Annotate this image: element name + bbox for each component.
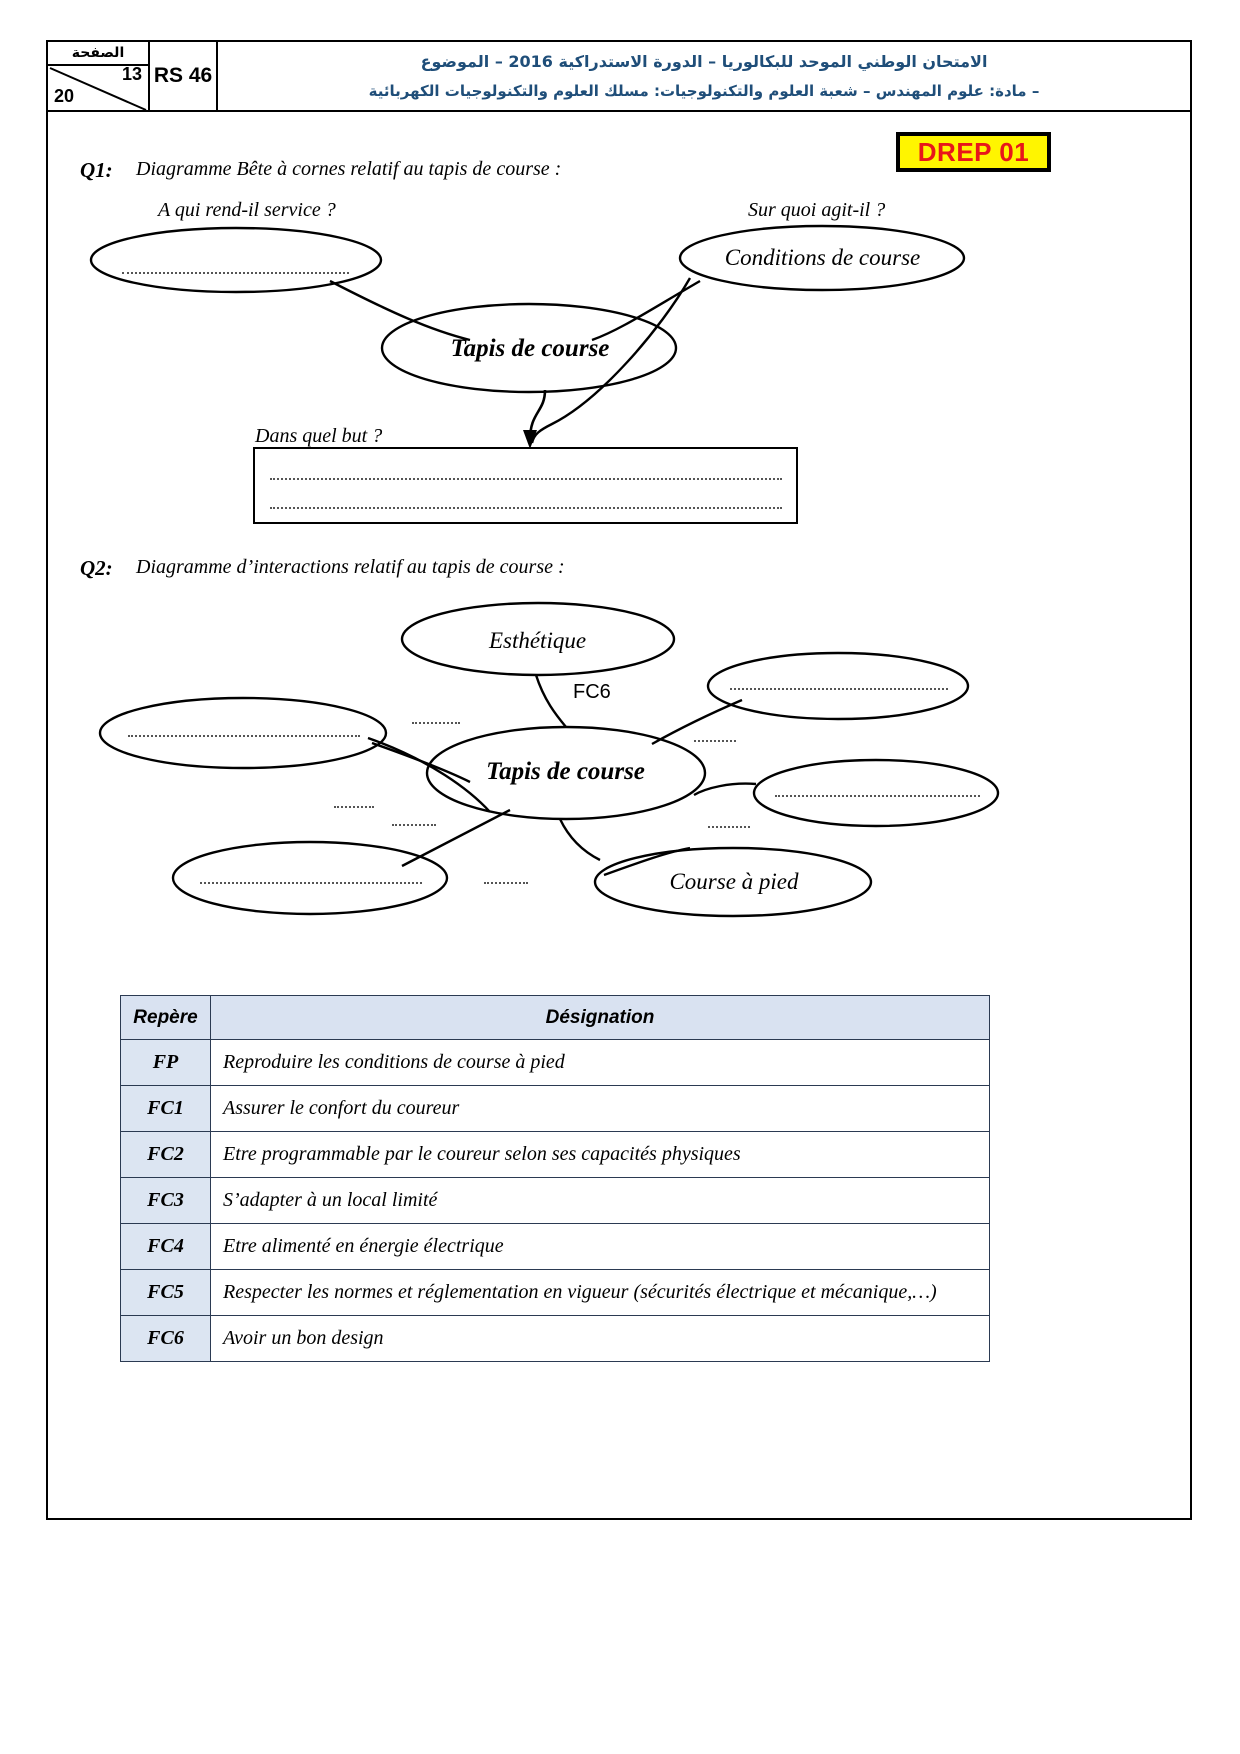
cell-repere: FC1 [120,1085,211,1132]
cell-repere: FC3 [120,1177,211,1224]
cell-repere: FC4 [120,1223,211,1270]
cell-designation: Reproduire les conditions de course à pi… [210,1039,990,1086]
q1-right-ellipse-label: Conditions de course [724,245,921,270]
table-row: FP Reproduire les conditions de course à… [120,1039,990,1086]
q1-answer-box[interactable] [253,447,798,524]
q1-answer-line-1[interactable] [270,478,782,480]
q2-ellipse-right-blank[interactable] [775,795,980,797]
column-header-repere: Repère [120,995,211,1040]
q2-ellipse-top-right-blank[interactable] [730,688,948,690]
q1-bottom-question: Dans quel but ? [255,425,383,447]
cell-designation: Etre programmable par le coureur selon s… [210,1131,990,1178]
table-row: FC5 Respecter les normes et réglementati… [120,1269,990,1316]
functions-table: Repère Désignation FP Reproduire les con… [120,995,990,1362]
cell-designation: Assurer le confort du coureur [210,1085,990,1132]
cell-repere: FC5 [120,1269,211,1316]
q2-ellipse-left-blank[interactable] [128,735,360,737]
cell-designation: Etre alimenté en énergie électrique [210,1223,990,1270]
exam-header: الصفحة 13 20 RS 46 الامتحان الوطني الموح… [46,40,1192,112]
q2-ellipse-bottom-left-blank[interactable] [200,882,422,884]
exam-title-line1: الامتحان الوطني الموحد للبكالوريا – الدو… [420,52,988,71]
exam-title-arabic: الامتحان الوطني الموحد للبكالوريا – الدو… [218,42,1190,110]
page-label: الصفحة [48,42,148,66]
drep-badge: DREP 01 [896,132,1051,172]
exam-code: RS 46 [150,42,218,110]
page-total: 20 [54,86,75,106]
q2-connector-tag-2[interactable] [694,740,736,742]
q2-connector-tag-1[interactable] [412,722,460,724]
cell-repere: FP [120,1039,211,1086]
table-row: FC1 Assurer le confort du coureur [120,1085,990,1132]
page-current: 13 [121,64,142,84]
table-row: FC4 Etre alimenté en énergie électrique [120,1223,990,1270]
q2-connector-tag-4[interactable] [392,824,436,826]
table-header-row: Repère Désignation [120,995,990,1040]
q2-bottom-right-ellipse-label: Course à pied [669,869,799,894]
q2-connector-tag-5[interactable] [708,826,750,828]
cell-designation: Avoir un bon design [210,1315,990,1362]
q2-fc6-tag: FC6 [573,681,611,703]
table-body: FP Reproduire les conditions de course à… [120,1039,990,1362]
cell-repere: FC2 [120,1131,211,1178]
table-row: FC6 Avoir un bon design [120,1315,990,1362]
page-number-cell: الصفحة 13 20 [48,42,150,111]
q1-center-ellipse-label: Tapis de course [450,335,610,362]
q1-number: Q1: [80,158,113,182]
cell-repere: FC6 [120,1315,211,1362]
exam-title-line2: – مادة: علوم المهندس – شعبة العلوم والتك… [368,82,1040,100]
table-row: FC3 S’adapter à un local limité [120,1177,990,1224]
q2-connector-tag-3[interactable] [334,806,374,808]
column-header-designation: Désignation [210,995,990,1040]
cell-designation: Respecter les normes et réglementation e… [210,1269,990,1316]
table-row: FC2 Etre programmable par le coureur sel… [120,1131,990,1178]
q1-left-question: A qui rend-il service ? [158,199,336,221]
q2-number: Q2: [80,556,113,580]
q2-text: Diagramme d’interactions relatif au tapi… [136,556,565,578]
q1-right-question: Sur quoi agit-il ? [748,199,886,221]
diagonal-divider-icon [49,67,147,111]
q2-top-ellipse-label: Esthétique [488,628,587,653]
q2-center-ellipse-label: Tapis de course [486,758,645,785]
q1-text: Diagramme Bête à cornes relatif au tapis… [136,158,562,180]
q2-connector-tag-6[interactable] [484,882,528,884]
q1-left-ellipse-blank[interactable] [122,272,349,274]
cell-designation: S’adapter à un local limité [210,1177,990,1224]
q1-answer-line-2[interactable] [270,507,782,509]
